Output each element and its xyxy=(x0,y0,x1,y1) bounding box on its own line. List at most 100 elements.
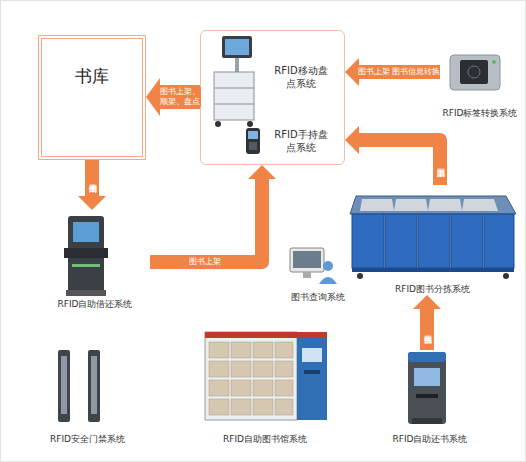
library-cell xyxy=(275,399,293,415)
sorter-bin xyxy=(451,214,483,268)
return-slot xyxy=(416,394,438,398)
arrow-shaft xyxy=(85,160,99,197)
node-text: RFID标签转换系统 xyxy=(442,107,517,119)
library-cell xyxy=(253,342,273,358)
sorter-tray xyxy=(428,199,462,211)
library-cell xyxy=(231,361,251,377)
cart-body xyxy=(214,72,254,120)
arrow-shaft xyxy=(358,140,440,185)
query-terminal xyxy=(290,248,337,284)
cart-shelf xyxy=(214,104,254,105)
library-slot xyxy=(304,370,320,374)
return-band xyxy=(408,352,446,362)
inventory-group: RFID移动盘点系统 RFID手持盘点系统 xyxy=(200,30,345,165)
library-cell xyxy=(253,399,273,415)
kiosk-base xyxy=(66,290,106,296)
library-cell xyxy=(253,361,273,377)
kiosk-screen xyxy=(73,222,99,242)
label-converter xyxy=(450,55,500,90)
sorter-bin xyxy=(385,214,417,268)
node-text: RFID自助还书系统 xyxy=(392,433,467,445)
security-gate xyxy=(58,350,100,422)
borrow-kiosk xyxy=(64,216,108,296)
library-cell xyxy=(275,361,293,377)
library-band xyxy=(205,332,327,338)
arrow-shaft xyxy=(159,85,200,109)
flow-arrow xyxy=(150,165,276,262)
sorter-tray xyxy=(462,199,498,211)
cart-wheel xyxy=(215,121,221,127)
flow-arrow xyxy=(345,58,440,86)
return-screen xyxy=(414,368,440,386)
arrow-shaft xyxy=(358,65,440,79)
node-text: RFID移动盘点系统 xyxy=(273,64,329,90)
self-library xyxy=(205,332,327,420)
node-text: 书库 xyxy=(75,65,109,88)
sorter-bin xyxy=(352,214,384,268)
library-cell xyxy=(209,380,229,396)
gate-panel xyxy=(61,356,67,414)
library-cell xyxy=(275,380,293,396)
device-node: RFID自助借还系统 xyxy=(40,210,150,310)
arrow-head xyxy=(248,165,276,179)
user-icon xyxy=(323,261,333,271)
cart-screen xyxy=(225,39,249,55)
library-cell xyxy=(231,342,251,358)
device-node: RFID图书分拣系统 xyxy=(345,185,520,295)
node-text: RFID手持盘点系统 xyxy=(273,128,329,154)
converter-base xyxy=(450,55,500,90)
flow-arrow xyxy=(146,78,200,116)
sorter-bin xyxy=(484,214,514,268)
gate-pillar xyxy=(88,350,100,422)
converter-led xyxy=(492,60,496,64)
device-node: 图书查询系统 xyxy=(282,245,354,303)
query-screen xyxy=(293,251,321,268)
library-cell xyxy=(209,361,229,377)
cart-pole xyxy=(235,58,239,72)
sorter-base xyxy=(352,268,514,272)
converter-antenna xyxy=(468,66,480,78)
kiosk-accent xyxy=(72,264,100,267)
cart-wheel xyxy=(247,121,253,127)
arrow-shaft xyxy=(150,178,262,262)
gate-panel xyxy=(91,356,97,414)
sorter-tray xyxy=(394,199,428,211)
query-stand xyxy=(303,272,311,278)
sorter-wheel xyxy=(357,273,363,279)
node-text: RFID图书分拣系统 xyxy=(395,283,470,295)
system-label: RFID移动盘点系统 xyxy=(273,59,329,95)
library-cell xyxy=(275,342,293,358)
library-cell xyxy=(209,342,229,358)
sorter-bin xyxy=(418,214,450,268)
arrow-head xyxy=(345,126,359,154)
handheld-body xyxy=(246,128,260,154)
library-cell xyxy=(231,380,251,396)
cart-monitor xyxy=(222,36,252,58)
converter-pad xyxy=(460,60,488,84)
sorter-wheel xyxy=(503,273,509,279)
handheld-reader xyxy=(246,128,260,154)
arrow-head xyxy=(345,58,359,86)
flow-arrow xyxy=(413,295,441,350)
return-base xyxy=(412,418,442,424)
arrow-head xyxy=(146,78,160,116)
cart-shelf xyxy=(214,88,254,89)
handheld-keys xyxy=(249,142,257,150)
library-kiosk xyxy=(297,338,327,420)
device-node: RFID标签转换系统 xyxy=(440,45,520,119)
device-node: RFID自助图书馆系统 xyxy=(195,325,335,445)
library-screen xyxy=(302,348,322,362)
handheld-screen xyxy=(248,131,258,139)
sorting-machine xyxy=(350,196,516,279)
system-label: RFID手持盘点系统 xyxy=(273,123,329,159)
library-cell xyxy=(209,399,229,415)
gate-pillar xyxy=(58,350,70,422)
node-text: RFID自助借还系统 xyxy=(57,298,132,310)
library-cabinet xyxy=(205,332,297,420)
library-cell xyxy=(231,399,251,415)
user-icon xyxy=(319,277,337,284)
arrow-shaft xyxy=(420,308,434,350)
